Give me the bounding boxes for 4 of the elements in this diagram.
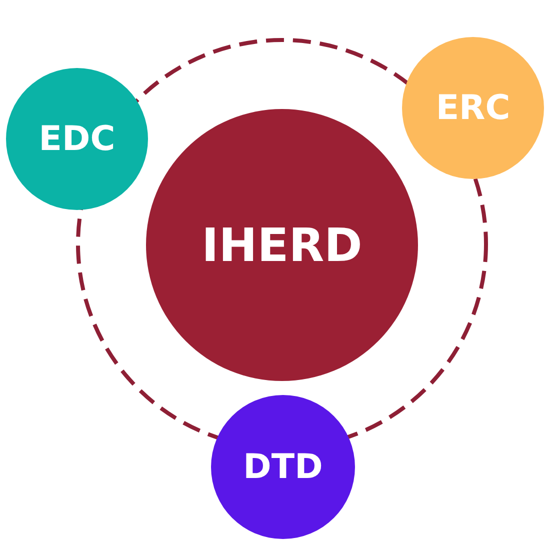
node-label: ERC: [436, 91, 510, 125]
node-label: EDC: [38, 122, 116, 156]
node-label: DTD: [243, 450, 323, 484]
node-label: IHERD: [202, 222, 362, 268]
